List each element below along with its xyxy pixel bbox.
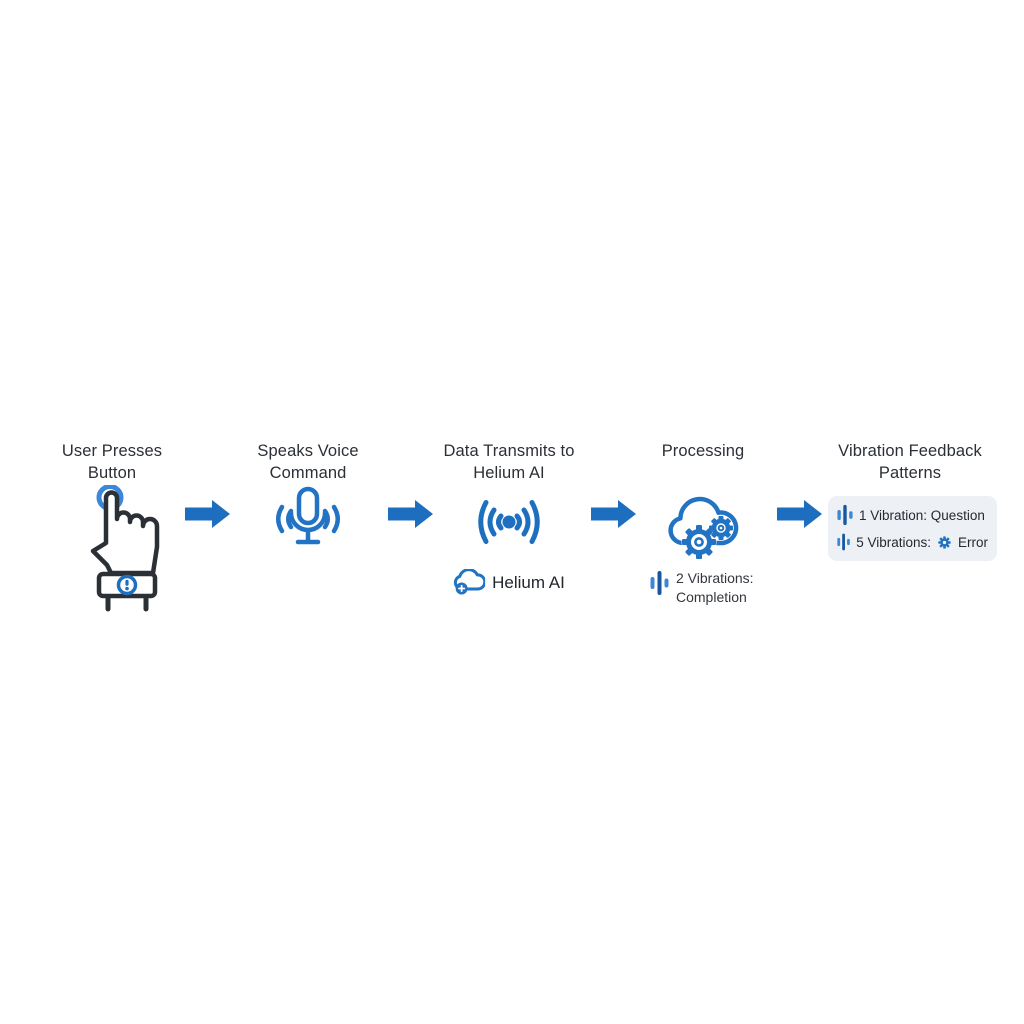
flow-arrow-1 xyxy=(185,500,230,528)
completion-caption-line1: 2 Vibrations: xyxy=(676,570,754,586)
step5-title-line2: Patterns xyxy=(878,463,942,482)
step3-title-line2: Helium AI xyxy=(473,463,545,482)
step5-title-line1: Vibration Feedback xyxy=(838,442,982,460)
step3-title: Data Transmits to Helium AI xyxy=(444,441,575,484)
error-gear-icon xyxy=(938,535,951,549)
gear-small-icon xyxy=(709,516,733,540)
hand-outline xyxy=(90,490,160,576)
step2-title-line1: Speaks Voice xyxy=(257,442,359,460)
step3-title-line1: Data Transmits to xyxy=(443,442,575,460)
gear-large-icon xyxy=(682,525,716,559)
step2-title: Speaks Voice Command xyxy=(257,441,358,484)
pattern-error-prefix: 5 Vibrations: xyxy=(856,534,931,550)
vibration-bars-icon xyxy=(837,533,850,551)
microphone-icon xyxy=(276,486,340,545)
wristband-button-dot xyxy=(125,586,129,591)
pattern-error-suffix: Error xyxy=(958,534,988,550)
flow-arrow-2 xyxy=(388,500,433,528)
vibration-bars-icon xyxy=(650,571,669,595)
flow-arrow-4 xyxy=(777,500,822,528)
completion-vibration-caption: 2 Vibrations: Completion xyxy=(650,569,754,606)
flow-arrow-3 xyxy=(591,500,636,528)
cloud-ai-icon xyxy=(453,569,486,595)
sound-wave-left-inner xyxy=(286,508,294,530)
step1-title-line2: Button xyxy=(87,463,137,482)
sound-wave-right-outer xyxy=(331,504,340,534)
tap-button-hand-icon xyxy=(90,485,160,612)
pattern-question-label: 1 Vibration: Question xyxy=(859,507,985,523)
sound-wave-left-outer xyxy=(276,504,285,534)
step4-title: Processing xyxy=(662,441,745,463)
pattern-row-question: 1 Vibration: Question xyxy=(837,504,988,526)
cloud-processing-icon xyxy=(668,496,739,560)
sound-wave-right-inner xyxy=(322,508,330,530)
step4-title-line1: Processing xyxy=(661,442,745,460)
completion-caption-line2: Completion xyxy=(676,588,747,605)
step5-title: Vibration Feedback Patterns xyxy=(838,441,982,484)
step1-title: User Presses Button xyxy=(62,441,162,484)
step1-title-line1: User Presses xyxy=(61,442,163,460)
vibration-patterns-card: 1 Vibration: Question 5 Vibrations: xyxy=(828,496,997,561)
pattern-row-error: 5 Vibrations: xyxy=(837,531,988,553)
signal-transmission-icon xyxy=(478,500,540,544)
vibration-bars-icon xyxy=(837,504,853,526)
helium-ai-label: Helium AI xyxy=(492,572,565,592)
wristband-button-detail xyxy=(125,579,129,586)
helium-ai-caption: Helium AI xyxy=(451,569,565,596)
step2-title-line2: Command xyxy=(269,463,347,482)
